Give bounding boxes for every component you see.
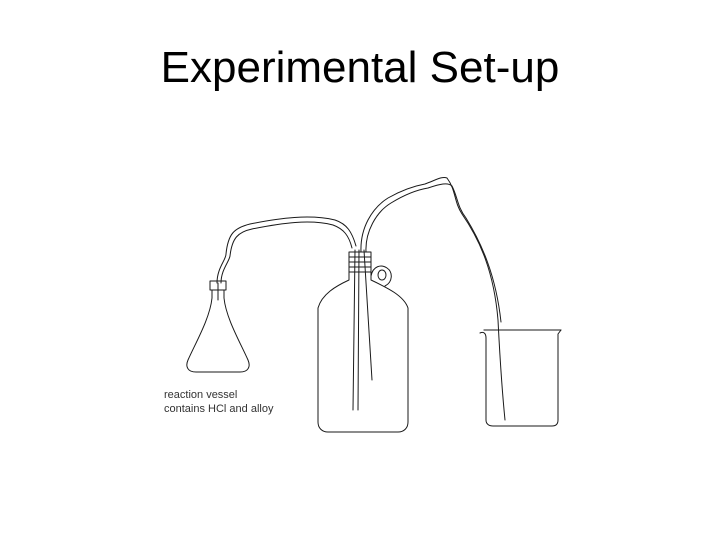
flask-body [186, 289, 250, 373]
flask-label-line-2: contains HCl and alloy [164, 403, 274, 415]
bottle-inner-tube-1 [352, 249, 356, 411]
beaker-body [479, 329, 562, 427]
bottle-handle-hole [377, 269, 387, 281]
connecting-tube-inner [220, 221, 353, 284]
bottle-inner-tube-2 [357, 249, 360, 411]
bottle-handle [370, 265, 392, 287]
beaker [479, 329, 562, 427]
bottle-body [317, 271, 409, 433]
collection-bottle [317, 249, 409, 433]
connecting-tube [216, 216, 357, 284]
outlet-tube [360, 177, 506, 421]
slide-title: Experimental Set-up [160, 43, 560, 92]
flask-label-line-1: reaction vessel [164, 389, 237, 401]
bottle-outlet-tube [363, 249, 373, 381]
reaction-flask [186, 280, 250, 373]
outlet-tube-inner [365, 183, 502, 323]
